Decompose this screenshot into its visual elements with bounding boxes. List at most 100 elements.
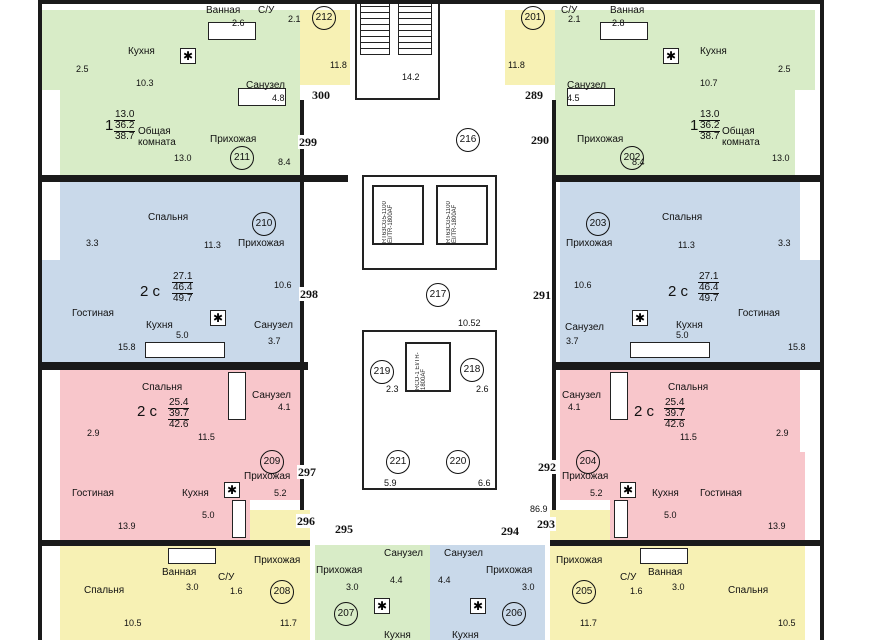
area-217: 10.52 (458, 318, 481, 328)
wall-top (38, 0, 824, 4)
area-bedroom-203: 11.3 (678, 240, 695, 250)
area-221: 5.9 (384, 478, 397, 488)
area-s3-202: 38.7 (700, 131, 720, 142)
staircase (360, 0, 390, 55)
room-217: 217 (426, 283, 450, 307)
area-s2-204: 39.7 (664, 408, 686, 420)
elevator-1: RT63CG5-1100 EI/TR-1800AF (372, 185, 424, 245)
label-wc-211: С/У (258, 5, 275, 16)
area-hall-205: 11.7 (580, 618, 597, 628)
vent-204: ✱ (620, 482, 636, 498)
wall-row-1 (38, 175, 348, 182)
label-living-210: Гостиная (72, 308, 114, 319)
area-219: 2.3 (386, 384, 399, 394)
area-hall-203: 10.6 (574, 280, 592, 290)
label-living-209: Гостиная (72, 488, 114, 499)
apt-number-201: 201 (521, 6, 545, 30)
bathtub-211b (238, 88, 286, 106)
apartment-206 (430, 545, 545, 640)
rooms-209: 2 с (137, 403, 158, 420)
label-kitchen-203: Кухня (676, 320, 703, 331)
wall-row-3r (550, 540, 824, 546)
elevator-3: RCO-1 EI/TR-1800AF (405, 342, 451, 392)
bathtub-205 (640, 548, 688, 564)
area-s3-209: 42.6 (169, 419, 189, 430)
label-bedroom-203: Спальня (662, 212, 703, 223)
apt-number-209: 209 (260, 450, 284, 474)
rooms-211: 1 (105, 117, 114, 134)
area-balcony-203: 3.3 (778, 238, 791, 248)
area-living-211: 13.0 (174, 153, 192, 163)
hall-208 (250, 510, 310, 640)
area-s2-210: 46.4 (172, 282, 194, 294)
stove-210 (145, 342, 225, 358)
apt-number-212: 212 (312, 6, 336, 30)
balcony-211 (40, 10, 60, 90)
area-bedroom-209: 11.5 (198, 432, 215, 442)
door-297: 297 (297, 465, 317, 479)
area-s2-202: 36.2 (699, 120, 721, 132)
label-wc-205: С/У (620, 572, 637, 583)
label-hall-203: Прихожая (566, 238, 613, 249)
area-s3-210: 49.7 (173, 293, 193, 304)
door-292: 292 (537, 460, 557, 474)
area-san-203: 3.7 (566, 336, 579, 346)
area-san-202: 4.5 (567, 93, 580, 103)
rooms-204: 2 с (634, 403, 655, 420)
label-hall-210: Прихожая (238, 238, 285, 249)
vent-203: ✱ (632, 310, 648, 326)
area-san-210: 3.7 (268, 336, 281, 346)
bathtub-204 (610, 372, 628, 420)
counter-204 (614, 500, 628, 538)
area-212: 11.8 (330, 60, 347, 70)
area-living-202: 13.0 (772, 153, 790, 163)
label-bedroom-209: Спальня (142, 382, 183, 393)
vent-206: ✱ (470, 598, 486, 614)
wall-corridor-left (300, 100, 304, 510)
bedroom-204 (630, 370, 800, 452)
apt-number-204: 204 (576, 450, 600, 474)
label-hall-209: Прихожая (244, 471, 291, 482)
area-s2-209: 39.7 (168, 408, 190, 420)
apt-number-208: 208 (270, 580, 294, 604)
vent-202: ✱ (663, 48, 679, 64)
label-hall-207: Прихожая (316, 565, 363, 576)
area-s1-203: 27.1 (698, 271, 720, 283)
label-bath-205: Ванная (648, 567, 683, 578)
label-kitchen-202: Кухня (700, 46, 727, 57)
label-living-204: Гостиная (700, 488, 742, 499)
label-living-202: Общая комната (722, 126, 760, 148)
area-stair: 14.2 (402, 72, 420, 82)
wall-corridor-right (552, 100, 556, 510)
area-hall-210: 10.6 (274, 280, 292, 290)
bathtub-208 (168, 548, 216, 564)
area-hall-207: 3.0 (346, 582, 359, 592)
apt-number-207: 207 (334, 602, 358, 626)
area-s1-204: 25.4 (664, 397, 686, 409)
area-s1-209: 25.4 (168, 397, 190, 409)
wall-left-outer (38, 0, 42, 640)
area-living-203: 15.8 (788, 342, 806, 352)
area-s3-203: 49.7 (699, 293, 719, 304)
area-living-204: 13.9 (768, 521, 786, 531)
bathtub-209 (228, 372, 246, 420)
stove-203 (630, 342, 710, 358)
bathtub-211 (208, 22, 256, 40)
living-211 (60, 90, 200, 175)
label-bath-208: Ванная (162, 567, 197, 578)
apt-number-205: 205 (572, 580, 596, 604)
label-bedroom-204: Спальня (668, 382, 709, 393)
label-hall-206: Прихожая (486, 565, 533, 576)
label-kitchen-207: Кухня (384, 630, 411, 640)
area-wc-202: 2.1 (568, 14, 581, 24)
label-wc-208: С/У (218, 572, 235, 583)
lower-208 (160, 600, 250, 640)
door-296: 296 (296, 514, 316, 528)
wall-row-2r (552, 362, 824, 370)
apt-number-203: 203 (586, 212, 610, 236)
